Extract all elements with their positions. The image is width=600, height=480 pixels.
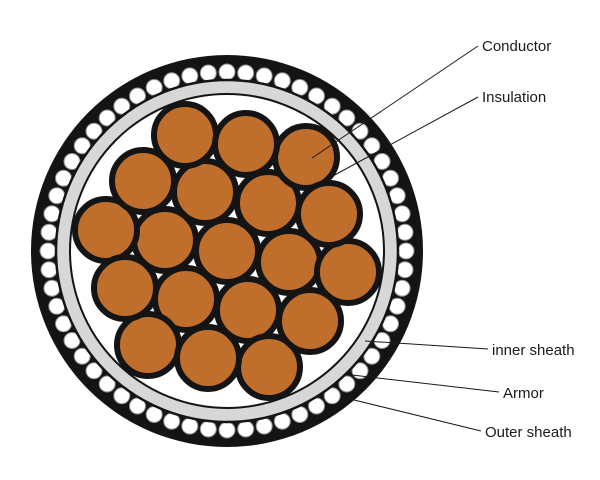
leader-line-conductor: [311, 45, 479, 159]
armor-wire: [363, 347, 381, 365]
conductor-core: [295, 180, 363, 248]
armor-ring: [39, 63, 415, 439]
armor-wire: [323, 387, 341, 405]
armor-wire: [113, 387, 131, 405]
armor-wire: [351, 362, 369, 380]
armor-wire: [40, 223, 58, 241]
label-outer-sheath: Outer sheath: [485, 424, 572, 441]
armor-wire: [43, 279, 61, 297]
conductor-core: [109, 147, 177, 215]
armor-wire: [218, 421, 236, 439]
label-inner-sheath: inner sheath: [492, 342, 575, 359]
conductor-core: [276, 287, 344, 355]
armor-wire: [113, 97, 131, 115]
armor-wire: [393, 279, 411, 297]
armor-wire: [338, 375, 356, 393]
armor-wire: [40, 261, 58, 279]
leader-line-armor: [351, 374, 500, 393]
armor-wire: [73, 137, 91, 155]
armor-wire: [393, 205, 411, 223]
armor-wire: [237, 64, 255, 82]
armor-wire: [181, 417, 199, 435]
armor-wire: [43, 205, 61, 223]
label-armor: Armor: [503, 385, 544, 402]
leader-line-insulation: [330, 96, 479, 178]
conductor-core: [91, 254, 159, 322]
armor-wire: [396, 223, 414, 241]
conductor-core: [272, 123, 340, 191]
label-insulation: Insulation: [482, 89, 546, 106]
label-conductor: Conductor: [482, 38, 551, 55]
armor-wire: [363, 137, 381, 155]
armor-wire: [98, 109, 116, 127]
armor-wire: [98, 375, 116, 393]
armor-wire: [218, 63, 236, 81]
armor-wire: [85, 122, 103, 140]
armor-wire: [255, 417, 273, 435]
conductor-bundle: [72, 101, 382, 401]
armor-wire: [39, 242, 57, 260]
conductor-core: [212, 110, 280, 178]
armor-wire: [199, 420, 217, 438]
armor-wire: [338, 109, 356, 127]
armor-wire: [237, 420, 255, 438]
armor-wire: [73, 347, 91, 365]
conductor-core: [174, 324, 242, 392]
leader-line-outer-sheath: [345, 397, 482, 432]
armor-wire: [85, 362, 103, 380]
armor-wire: [396, 261, 414, 279]
armor-wire: [255, 67, 273, 85]
leader-line-inner-sheath: [364, 340, 489, 350]
conductor-core: [114, 311, 182, 379]
armor-wire: [199, 64, 217, 82]
armor-wire: [397, 242, 415, 260]
armor-wire: [323, 97, 341, 115]
armor-wire: [181, 67, 199, 85]
